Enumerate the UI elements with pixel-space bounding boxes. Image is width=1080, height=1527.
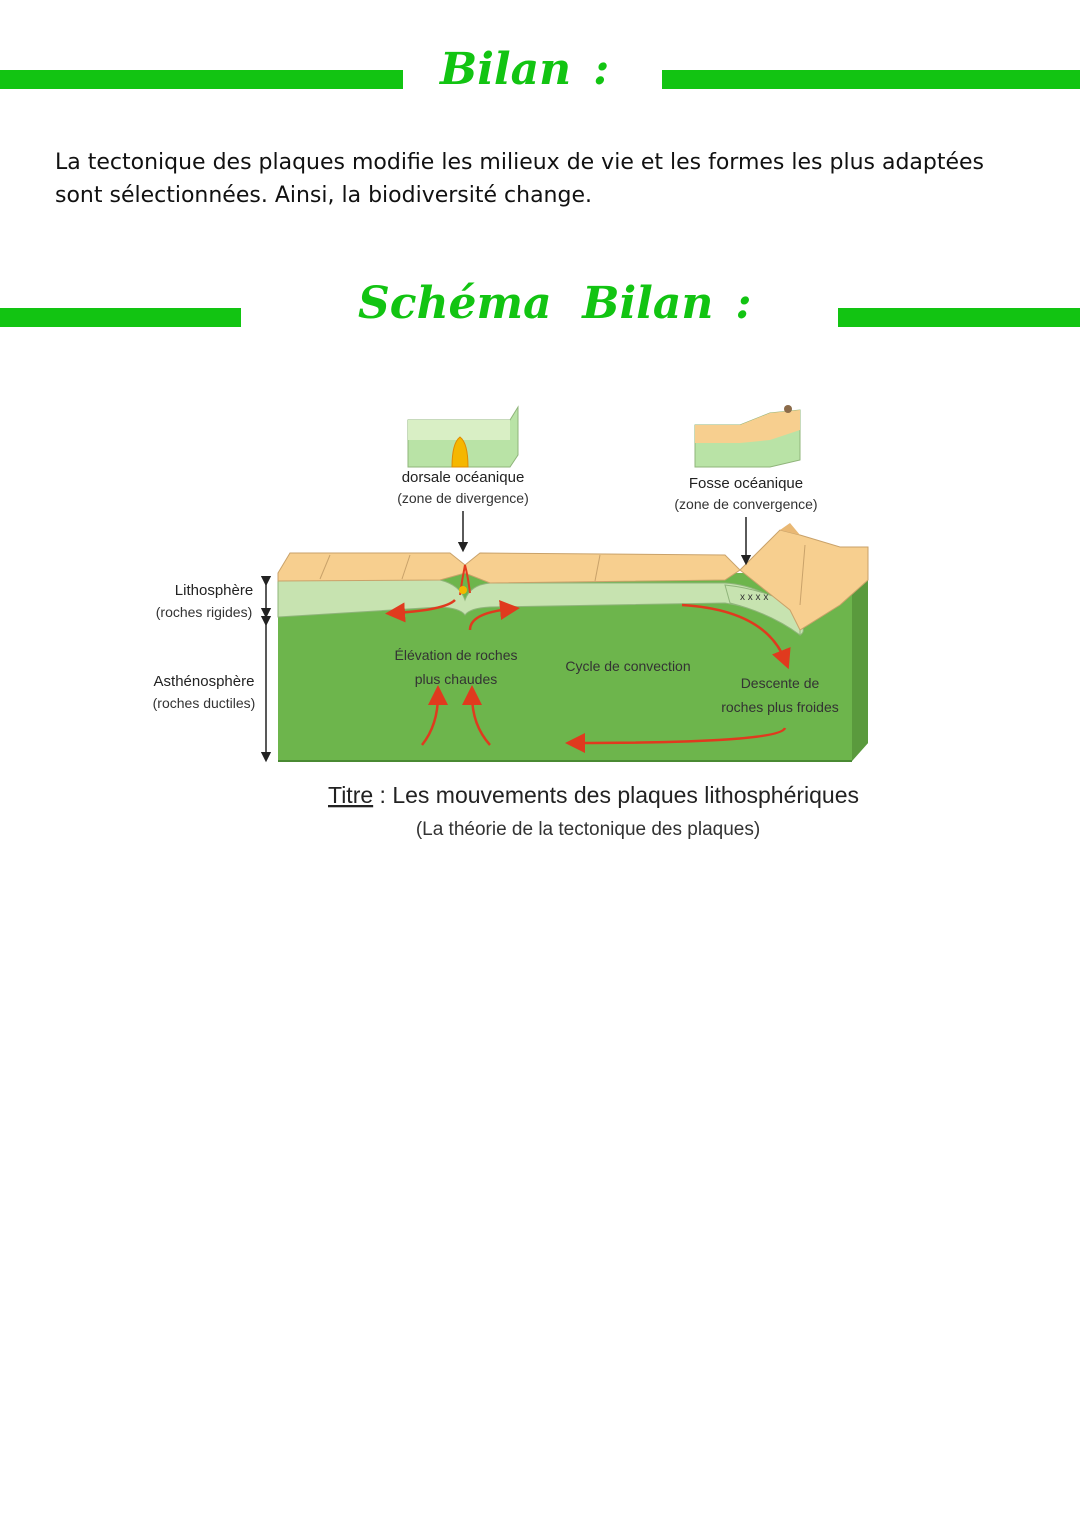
schema-heading: Schéma Bilan: [358,278,752,329]
dorsale-sub: (zone de divergence) [397,490,529,506]
subduction-marks: x x x x [740,592,768,603]
diagram-title-word: Titre [328,782,373,808]
ridge-inset [408,407,518,467]
bilan-heading-text: Bilan [440,44,571,95]
cycle-label: Cycle de convection [565,658,690,674]
lithosphere-label: Lithosphère [175,582,253,599]
diagram-title: Titre : Les mouvements des plaques litho… [328,782,859,808]
schema-heading-text: Schéma Bilan [358,278,713,329]
bilan-heading: Bilan: [440,44,609,95]
dorsale-label: dorsale océanique [402,469,525,486]
lithosphere-sub: (roches rigides) [156,604,252,620]
descente-label-1: Descente de [741,675,820,691]
elevation-label-2: plus chaudes [415,671,498,687]
elevation-label-1: Élévation de roches [395,647,518,663]
divider-bar-left-2 [0,308,241,327]
oceanic-crust [278,553,740,583]
descente-label-2: roches plus froides [721,699,839,715]
plate-tectonics-diagram: x x x x dorsale océanique (zone de diver… [140,395,890,855]
fosse-label: Fosse océanique [689,475,803,492]
trench-inset [695,405,800,467]
divider-bar-right-2 [838,308,1080,327]
diagram-subtitle: (La théorie de la tectonique des plaques… [416,819,760,840]
fosse-sub: (zone de convergence) [674,496,817,512]
diagram-title-text: : Les mouvements des plaques lithosphéri… [373,782,859,808]
asthenosphere-sub: (roches ductiles) [153,695,256,711]
asthenosphere-label: Asthénosphère [154,673,255,690]
diagram-svg: x x x x dorsale océanique (zone de diver… [140,395,890,855]
bilan-heading-colon: : [593,44,609,95]
divider-bar-left [0,70,403,89]
bilan-paragraph: La tectonique des plaques modifie les mi… [55,146,1035,212]
schema-heading-colon: : [735,278,751,329]
divider-bar-right [662,70,1080,89]
